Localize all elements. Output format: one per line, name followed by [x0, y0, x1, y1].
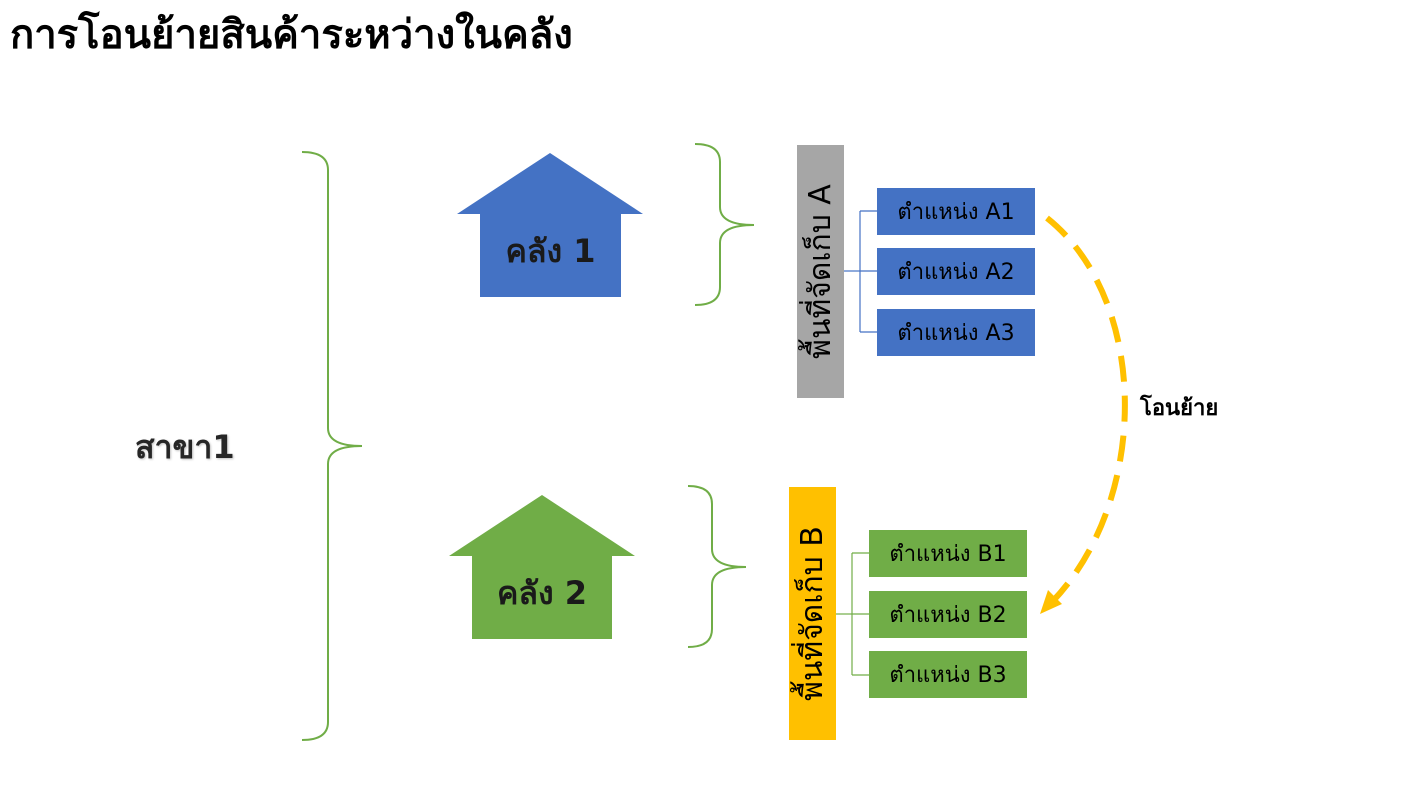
branch-label: สาขา1	[135, 428, 235, 466]
zone-a-label: พื้นที่จัดเก็บ A	[803, 184, 839, 359]
location-a2: ตำแหน่ง A2	[877, 248, 1035, 295]
warehouse-1-label: คลัง 1	[505, 232, 596, 270]
location-b1: ตำแหน่ง B1	[869, 530, 1027, 577]
zone-a-connector	[844, 210, 877, 333]
page-title: การโอนย้ายสินค้าระหว่างในคลัง	[10, 12, 573, 58]
warehouse-2-house-icon	[449, 495, 635, 639]
location-a1: ตำแหน่ง A1	[877, 188, 1035, 235]
warehouse-1-house-icon	[457, 153, 643, 297]
transfer-arrow	[1045, 215, 1128, 605]
transfer-arrowhead-icon	[1040, 590, 1062, 614]
transfer-label: โอนย้าย	[1140, 396, 1219, 421]
warehouse-2-label: คลัง 2	[496, 574, 588, 612]
location-a3: ตำแหน่ง A3	[877, 309, 1035, 356]
zone-b: พื้นที่จัดเก็บ B	[789, 487, 836, 740]
branch-brace	[301, 151, 363, 741]
warehouse-2-brace	[687, 485, 747, 648]
zone-a: พื้นที่จัดเก็บ A	[797, 145, 844, 398]
zone-b-label: พื้นที่จัดเก็บ B	[795, 526, 831, 701]
location-b2: ตำแหน่ง B2	[869, 591, 1027, 638]
location-b3: ตำแหน่ง B3	[869, 651, 1027, 698]
zone-b-connector	[836, 552, 869, 676]
warehouse-1-brace	[694, 143, 755, 306]
